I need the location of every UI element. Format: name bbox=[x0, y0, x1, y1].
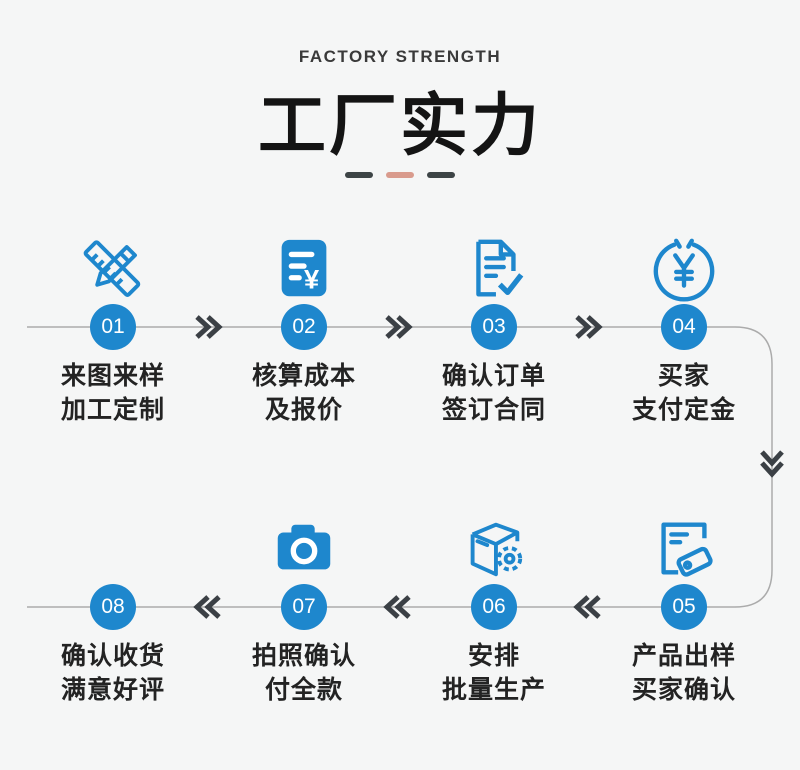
divider-dash-right bbox=[427, 172, 455, 178]
step-label: 买家 支付定金 bbox=[631, 362, 736, 424]
double-chevron-right-icon bbox=[382, 314, 414, 340]
step-label: 拍照确认 付全款 bbox=[251, 642, 356, 704]
double-chevron-right-icon bbox=[572, 314, 604, 340]
document-check-icon bbox=[459, 228, 529, 304]
double-chevron-down-icon bbox=[759, 447, 785, 479]
step-02: ¥ 02 核算成本 及报价 bbox=[209, 228, 399, 427]
step-label: 安排 批量生产 bbox=[441, 642, 546, 704]
cost-bill-yuan-icon: ¥ bbox=[269, 228, 339, 304]
step-08: 08 确认收货 满意好评 bbox=[18, 508, 208, 707]
svg-text:¥: ¥ bbox=[304, 263, 320, 294]
step-number-badge: 04 bbox=[661, 304, 707, 350]
step-label: 确认订单 签订合同 bbox=[441, 362, 546, 424]
double-chevron-right-icon bbox=[192, 314, 224, 340]
step-06: 06 安排 批量生产 bbox=[399, 508, 589, 707]
step-number-badge: 08 bbox=[90, 584, 136, 630]
step-number-badge: 02 bbox=[281, 304, 327, 350]
title-divider bbox=[0, 172, 800, 178]
step-label: 确认收货 满意好评 bbox=[60, 642, 165, 704]
step-number-badge: 07 bbox=[281, 584, 327, 630]
camera-icon bbox=[269, 508, 339, 584]
production-box-gear-icon bbox=[459, 508, 529, 584]
yuan-coin-icon bbox=[649, 228, 719, 304]
step-label: 核算成本 及报价 bbox=[251, 362, 356, 424]
step-number-badge: 03 bbox=[471, 304, 517, 350]
step-05: 05 产品出样 买家确认 bbox=[589, 508, 779, 707]
step-01: 01 来图来样 加工定制 bbox=[18, 228, 208, 427]
step-number-badge: 06 bbox=[471, 584, 517, 630]
page-subtitle: FACTORY STRENGTH bbox=[298, 47, 502, 66]
step-number-badge: 01 bbox=[90, 304, 136, 350]
sample-tag-icon bbox=[649, 508, 719, 584]
step-07: 07 拍照确认 付全款 bbox=[209, 508, 399, 707]
step-03: 03 确认订单 签订合同 bbox=[399, 228, 589, 427]
double-chevron-left-icon bbox=[572, 594, 604, 620]
page-title: 工厂实力 bbox=[257, 88, 542, 164]
divider-dash-left bbox=[345, 172, 373, 178]
step-number-badge: 05 bbox=[661, 584, 707, 630]
ruler-pencil-icon bbox=[78, 228, 148, 304]
step-label: 来图来样 加工定制 bbox=[60, 362, 165, 424]
divider-dash-middle bbox=[386, 172, 414, 178]
double-chevron-left-icon bbox=[382, 594, 414, 620]
step-label: 产品出样 买家确认 bbox=[631, 642, 736, 704]
step-04: 04 买家 支付定金 bbox=[589, 228, 779, 427]
double-chevron-left-icon bbox=[192, 594, 224, 620]
